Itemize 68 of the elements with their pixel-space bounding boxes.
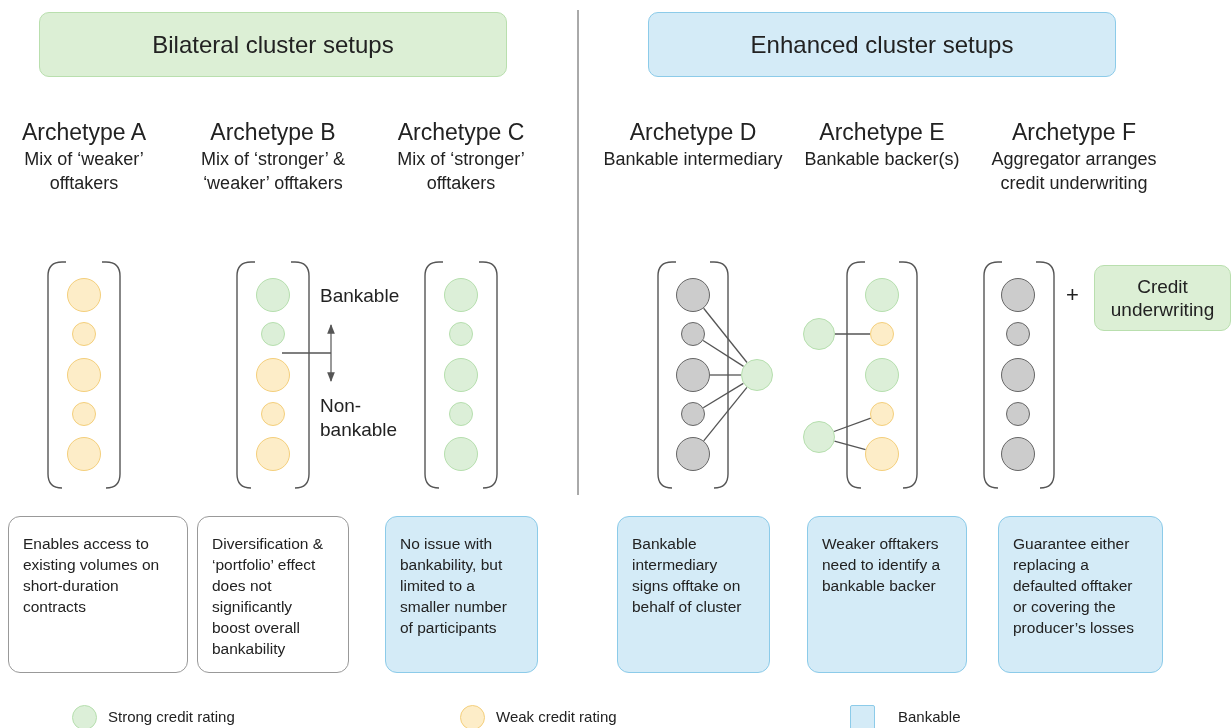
archetype-subtitle: Mix of ‘weaker’ offtakers bbox=[23, 148, 145, 195]
rating-circle bbox=[803, 318, 835, 350]
heading-banner: Bilateral cluster setups bbox=[39, 12, 507, 77]
archetype-subtitle: Mix of ‘stronger’ & ‘weaker’ offtakers bbox=[199, 148, 346, 195]
archetype-title: Archetype F bbox=[1011, 118, 1137, 147]
connector-line bbox=[834, 333, 871, 335]
rating-circle bbox=[676, 278, 710, 312]
rating-circle bbox=[261, 322, 285, 346]
legend-label: Weak credit rating bbox=[496, 708, 617, 725]
rating-circle bbox=[444, 278, 478, 312]
rating-circle bbox=[1006, 402, 1030, 426]
description-card: No issue with bankability, but limited to a smaller number of participants bbox=[385, 516, 538, 673]
rating-circle bbox=[741, 359, 773, 391]
connector-line bbox=[702, 382, 744, 409]
bankable-label: Bankable bbox=[320, 285, 400, 307]
rating-circle bbox=[676, 358, 710, 392]
archetype-title: Archetype E bbox=[818, 118, 946, 147]
rating-circle bbox=[1006, 322, 1030, 346]
rating-circle bbox=[67, 278, 101, 312]
rating-circle bbox=[256, 278, 290, 312]
legend-label: Bankable bbox=[898, 708, 961, 725]
archetype-subtitle: Mix of ‘stronger’ offtakers bbox=[396, 148, 526, 195]
rating-circle bbox=[72, 322, 96, 346]
heading-banner: Enhanced cluster setups bbox=[648, 12, 1116, 77]
rating-circle bbox=[256, 358, 290, 392]
archetype-subtitle: Aggregator arranges credit underwriting bbox=[990, 148, 1158, 195]
legend-label: Strong credit rating bbox=[108, 708, 235, 725]
connector-line bbox=[833, 440, 867, 451]
rating-circle bbox=[1001, 278, 1035, 312]
rating-circle bbox=[256, 437, 290, 471]
rating-circle bbox=[449, 322, 473, 346]
rating-circle bbox=[803, 421, 835, 453]
connector-line bbox=[709, 374, 742, 376]
rating-circle bbox=[676, 437, 710, 471]
rating-circle bbox=[681, 322, 705, 346]
archetype-title: Archetype C bbox=[396, 118, 526, 147]
rating-circle bbox=[681, 402, 705, 426]
rating-circle bbox=[72, 402, 96, 426]
description-card: Guarantee either replacing a defaulted offtaker or covering the producer’s losses bbox=[998, 516, 1163, 673]
rating-circle bbox=[870, 322, 894, 346]
rating-circle bbox=[67, 358, 101, 392]
rating-circle bbox=[865, 437, 899, 471]
archetype-subtitle: Bankable backer(s) bbox=[803, 148, 961, 171]
rating-circle bbox=[449, 402, 473, 426]
rating-circle bbox=[67, 437, 101, 471]
archetype-subtitle: Bankable intermediary bbox=[603, 148, 783, 171]
rating-circle bbox=[865, 358, 899, 392]
rating-circle bbox=[261, 402, 285, 426]
rating-circle bbox=[444, 358, 478, 392]
description-card: Weaker offtakers need to identify a bankable backer bbox=[807, 516, 967, 673]
archetype-title: Archetype B bbox=[209, 118, 337, 147]
rating-circle bbox=[1001, 437, 1035, 471]
connector-line bbox=[702, 307, 748, 364]
rating-circle bbox=[1001, 358, 1035, 392]
description-card: Enables access to existing volumes on short-duration contracts bbox=[8, 516, 188, 673]
connector-line bbox=[703, 386, 748, 442]
plus-sign: + bbox=[1066, 282, 1079, 308]
archetype-title: Archetype D bbox=[628, 118, 758, 147]
connector-line bbox=[833, 417, 872, 433]
non-bankable-label: Non-bankable bbox=[320, 394, 399, 442]
description-card: Diversification & ‘portfolio’ effect does not significantly boost overall bankability bbox=[197, 516, 349, 673]
rating-circle bbox=[865, 278, 899, 312]
rating-circle bbox=[444, 437, 478, 471]
rating-circle bbox=[870, 402, 894, 426]
archetype-title: Archetype A bbox=[21, 118, 147, 147]
underwriting-box: Credit underwriting bbox=[1094, 265, 1231, 331]
connector-line bbox=[702, 339, 745, 367]
description-card: Bankable intermediary signs offtake on behalf of cluster bbox=[617, 516, 770, 673]
